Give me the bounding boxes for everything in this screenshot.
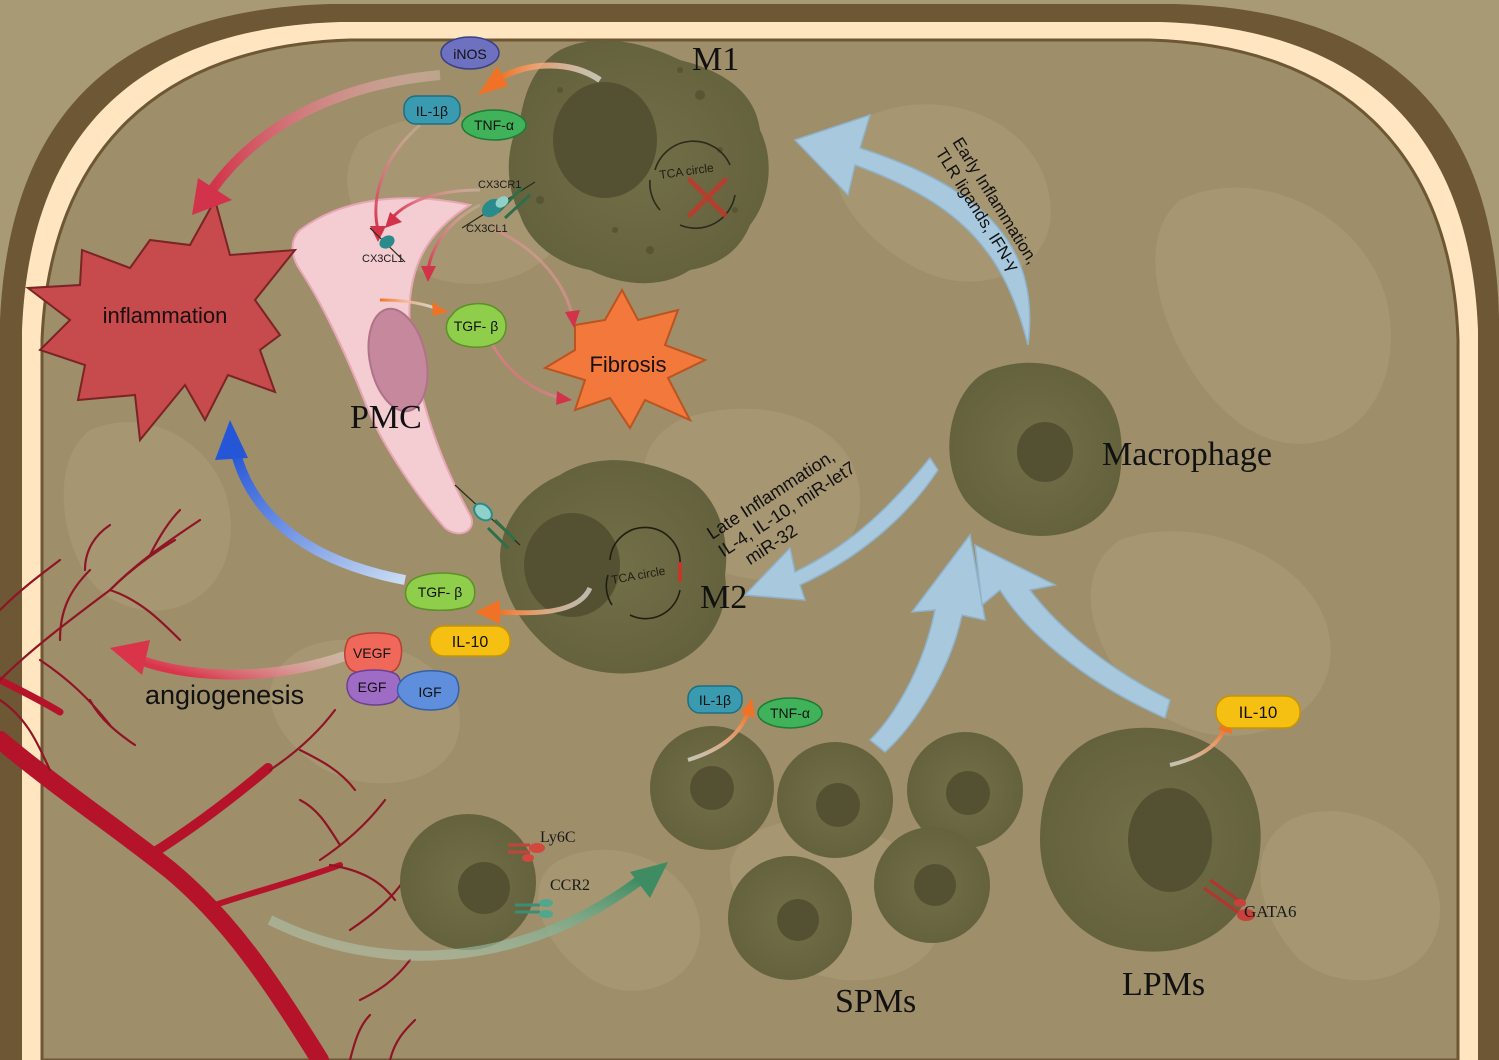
cx3cl1-label-left: CX3CL1 [362, 253, 404, 265]
pmc-to-tgfb-arrow [379, 298, 448, 316]
pmc-nucleus [367, 307, 429, 413]
svg-text:EGF: EGF [358, 679, 387, 695]
spm-cell [907, 732, 1023, 848]
cx3cr1-to-cx3cl1-arrow [385, 188, 481, 228]
m2-to-tgfb-arrow [475, 586, 593, 624]
svg-text:IL-1β: IL-1β [416, 103, 448, 119]
macrophage-nucleus [1017, 422, 1073, 482]
spm-cells [650, 726, 1023, 980]
capillaries [0, 508, 417, 1060]
tgfb-to-fibrosis-arrow [488, 339, 572, 405]
svg-text:IGF: IGF [418, 684, 441, 700]
vegf-to-angiogenesis-arrow [110, 640, 347, 680]
svg-text:VEGF: VEGF [353, 645, 391, 661]
m2-tgfb-to-inflammation-arrow [215, 420, 406, 585]
ccr2-receptor-icon [515, 899, 553, 918]
m1-macrophage [508, 40, 769, 284]
cx3cr1-to-pmc-arrow [421, 203, 481, 282]
spm-cell [777, 742, 893, 858]
m1-tca-blocked-icon [687, 177, 728, 218]
m2-nucleus [524, 513, 620, 617]
pmc-m2-receptor-icon [454, 484, 521, 550]
pmc-cell [291, 197, 473, 535]
monocyte-cell [400, 814, 536, 950]
il1b-badge-m1: IL-1β [403, 95, 461, 125]
cx3cr1-receptor-icon [461, 181, 536, 229]
vegf-badge: VEGF [344, 632, 403, 675]
blood-vessel-tree [0, 676, 343, 1060]
tnfa-badge-m1: TNF-α [461, 109, 527, 141]
il1b-badge-spm: IL-1β [687, 685, 743, 714]
il10-badge-m2: IL-10 [429, 625, 511, 657]
cx3cr1-label: CX3CR1 [478, 179, 521, 191]
svg-text:TNF-α: TNF-α [474, 117, 514, 133]
cx3cl1-to-fibrosis-arrow [494, 228, 580, 328]
spm-to-cytokine-arrow [687, 698, 755, 762]
m2-tca-marker-icon [678, 562, 682, 582]
lpm-to-macrophage-arrow [974, 543, 1171, 720]
svg-text:TGF- β: TGF- β [418, 584, 463, 600]
il1b-to-cx3cl1-arrow [370, 123, 421, 242]
igf-badge: IGF [396, 670, 460, 711]
lpm-cell [1040, 727, 1261, 952]
monocyte-to-spm-arrow [267, 862, 668, 961]
ccr2-label: CCR2 [550, 877, 590, 894]
ly6c-receptor-icon [508, 843, 545, 862]
macrophage-label: Macrophage [1102, 436, 1272, 473]
spm-cell [650, 726, 774, 850]
lpms-label: LPMs [1122, 966, 1205, 1003]
fibrosis-label: Fibrosis [589, 352, 666, 377]
gata6-label: GATA6 [1244, 902, 1296, 921]
il10-badge-lpm: IL-10 [1215, 695, 1301, 729]
m2-tca-cycle-icon [605, 526, 681, 620]
inos-to-inflammation-arrow [192, 70, 441, 215]
cx3cl1-label-right: CX3CL1 [466, 223, 508, 235]
tgfb-badge-pmc: TGF- β [445, 303, 507, 348]
gata6-receptor-icon [1203, 878, 1255, 921]
tnfa-badge-spm: TNF-α [757, 697, 823, 729]
spm-cell [874, 827, 990, 943]
spms-label: SPMs [835, 983, 916, 1020]
svg-text:IL-10: IL-10 [1239, 703, 1278, 722]
svg-text:IL-1β: IL-1β [699, 692, 731, 708]
m2-label: M2 [700, 579, 747, 616]
pmc-label: PMC [350, 399, 422, 436]
egf-badge: EGF [346, 669, 402, 706]
ly6c-label: Ly6C [540, 829, 576, 846]
spm-cell [728, 856, 852, 980]
m2-macrophage [500, 460, 727, 674]
svg-text:TNF-α: TNF-α [770, 705, 810, 721]
svg-text:TGF- β: TGF- β [454, 318, 499, 334]
macrophage-to-m2-arrow [743, 456, 939, 601]
macrophage-to-m1-arrow [793, 113, 1031, 346]
m1-nucleus [553, 82, 657, 198]
cx3cl1-ligand-icon [369, 227, 406, 263]
tgfb-badge-m2: TGF- β [404, 572, 476, 611]
angiogenesis-label: angiogenesis [145, 680, 304, 710]
spm-to-macrophage-arrow [868, 533, 986, 753]
fibrosis-burst [542, 287, 708, 430]
inflammation-burst [25, 197, 298, 443]
m1-to-inos-arrow [478, 62, 602, 95]
svg-text:IL-10: IL-10 [452, 634, 489, 651]
m1-tca-cycle-icon [649, 140, 736, 229]
macrophage-center [949, 362, 1122, 536]
svg-text:iNOS: iNOS [453, 46, 486, 62]
inos-badge: iNOS [440, 36, 500, 70]
m1-label: M1 [692, 41, 739, 78]
inflammation-label: inflammation [103, 303, 228, 328]
